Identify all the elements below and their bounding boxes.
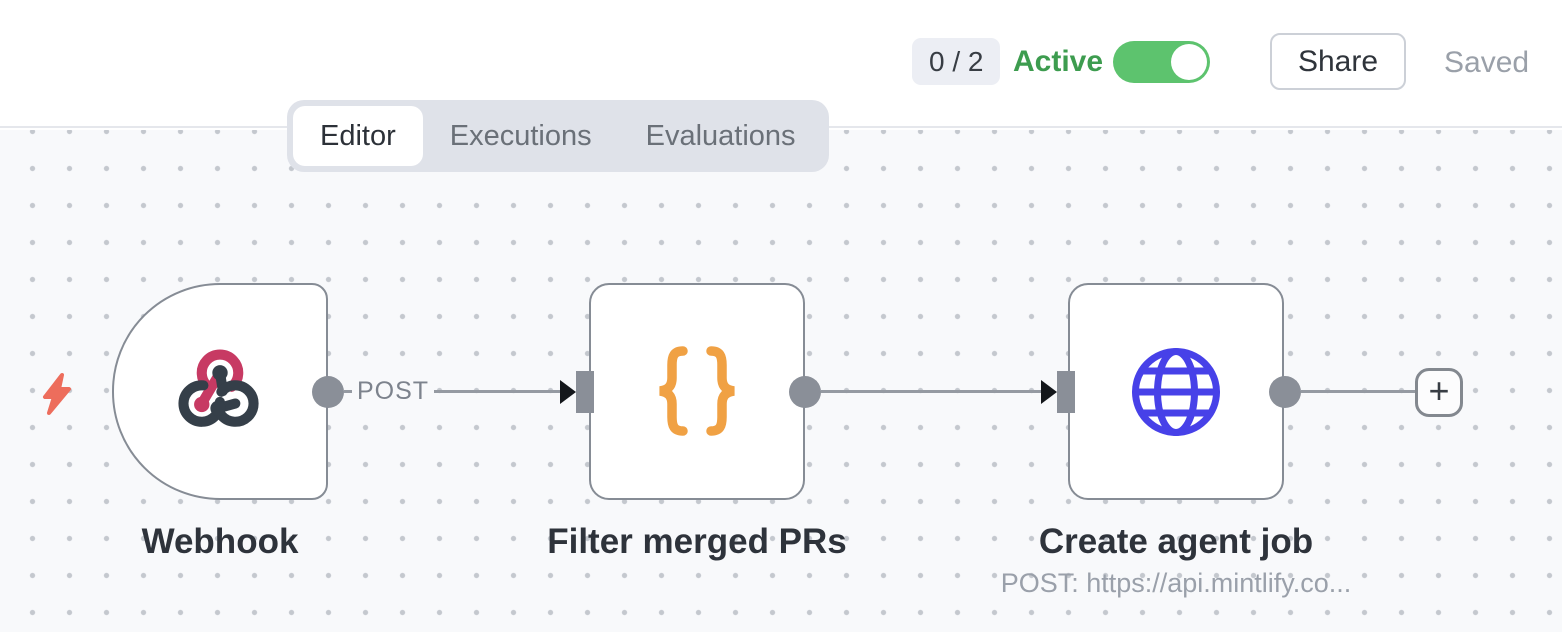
view-tabs: Editor Executions Evaluations [287, 100, 829, 172]
input-endpoint-filter [576, 371, 594, 413]
webhook-output-label: POST [352, 377, 435, 406]
tab-evaluations[interactable]: Evaluations [645, 119, 796, 152]
toggle-knob [1171, 44, 1207, 80]
lightning-icon [43, 373, 71, 415]
node-label-create-agent-job: Create agent job [1038, 522, 1314, 561]
connection-webhook-filter[interactable] [344, 390, 562, 393]
connection-filter-http[interactable] [821, 390, 1043, 393]
issue-counter-badge[interactable]: 0 / 2 [912, 38, 1001, 85]
output-endpoint-http[interactable] [1269, 376, 1301, 408]
active-toggle[interactable] [1113, 41, 1210, 83]
active-label: Active [1013, 45, 1104, 78]
webhook-icon [178, 349, 259, 427]
share-button[interactable]: Share [1270, 33, 1406, 90]
saved-status: Saved [1444, 46, 1530, 79]
node-subtitle-create-agent-job: POST: https://api.mintlify.co... [1000, 568, 1352, 598]
input-endpoint-http [1057, 371, 1075, 413]
connection-http-add [1301, 390, 1417, 393]
node-webhook[interactable] [112, 283, 328, 500]
connection-arrow-icon [1041, 380, 1057, 404]
globe-icon [1132, 347, 1220, 436]
connection-arrow-icon [560, 380, 576, 404]
tab-executions[interactable]: Executions [449, 119, 592, 152]
node-label-filter: Filter merged PRs [547, 522, 847, 561]
node-filter-merged-prs[interactable] [589, 283, 805, 500]
tab-editor[interactable]: Editor [293, 106, 423, 166]
workflow-canvas[interactable]: POST [0, 130, 1562, 632]
node-label-webhook: Webhook [141, 522, 299, 561]
output-endpoint-filter[interactable] [789, 376, 821, 408]
output-endpoint-webhook[interactable] [312, 376, 344, 408]
node-create-agent-job[interactable] [1068, 283, 1284, 500]
add-node-button[interactable]: + [1415, 368, 1463, 417]
curly-braces-icon [659, 345, 735, 436]
